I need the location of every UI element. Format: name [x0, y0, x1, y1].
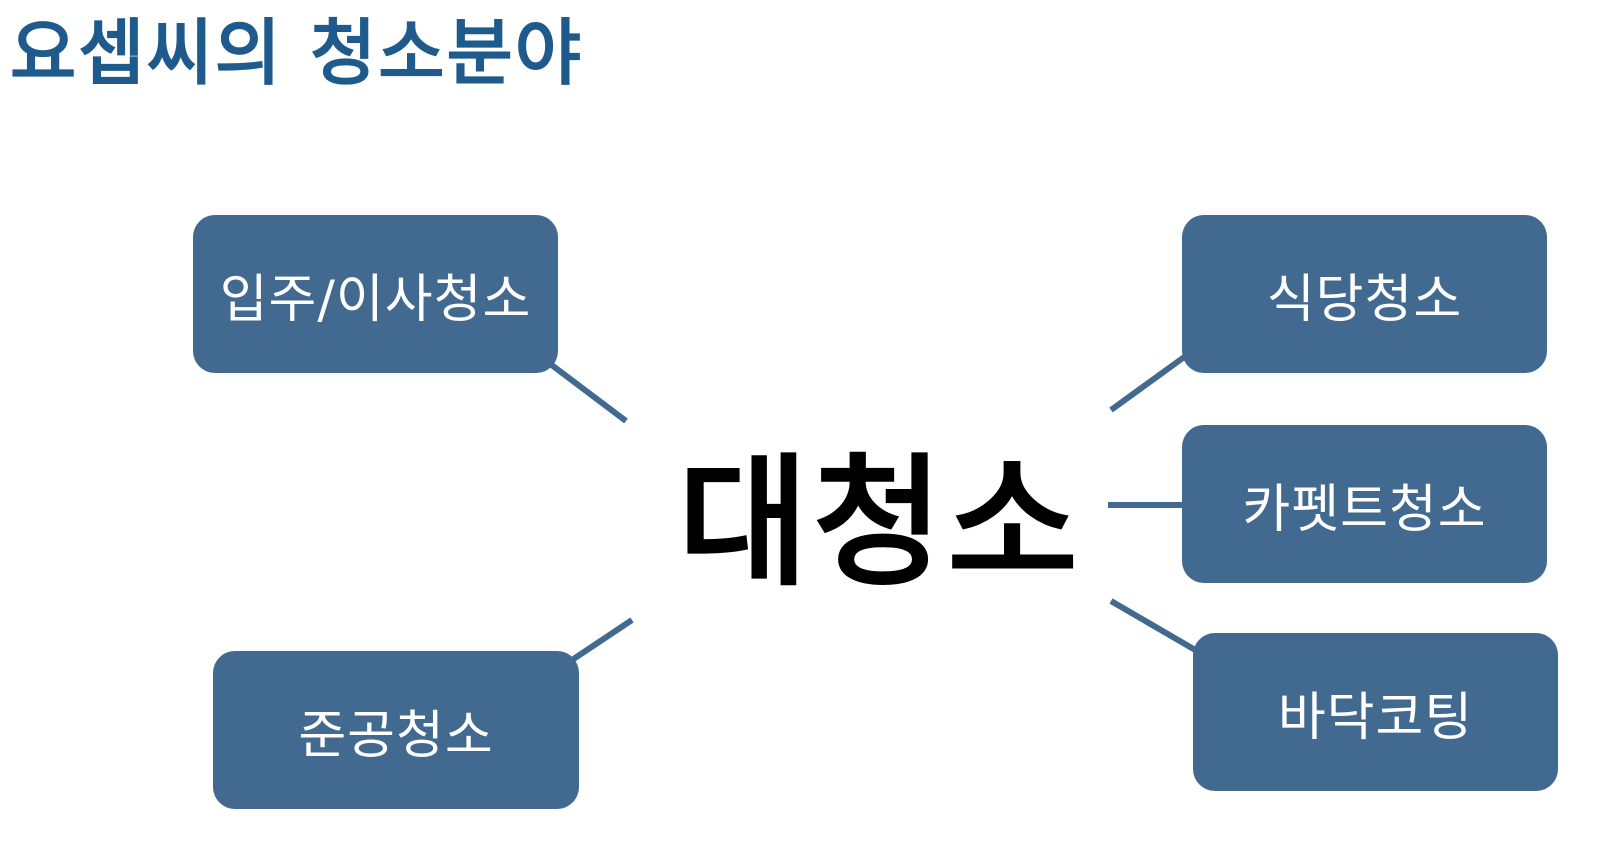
node-label: 바닥코팅: [1277, 687, 1474, 748]
connector-restaurant: [1109, 352, 1189, 413]
node-label: 카펫트청소: [1242, 479, 1487, 540]
node-floor-coating: 바닥코팅: [1193, 633, 1558, 791]
node-label: 식당청소: [1266, 269, 1463, 330]
connector-completion: [567, 617, 634, 665]
connector-floor: [1109, 598, 1199, 654]
node-completion-cleaning: 준공청소: [213, 651, 579, 809]
node-move-in-cleaning: 입주/이사청소: [193, 215, 558, 373]
node-label: 준공청소: [298, 705, 494, 766]
node-label: 입주/이사청소: [219, 269, 532, 330]
center-topic: 대청소: [678, 441, 1082, 606]
connector-move-in: [543, 357, 628, 424]
page-title: 요셉씨의 청소분야: [10, 11, 583, 95]
node-carpet-cleaning: 카펫트청소: [1182, 425, 1547, 583]
node-restaurant-cleaning: 식당청소: [1182, 215, 1547, 373]
